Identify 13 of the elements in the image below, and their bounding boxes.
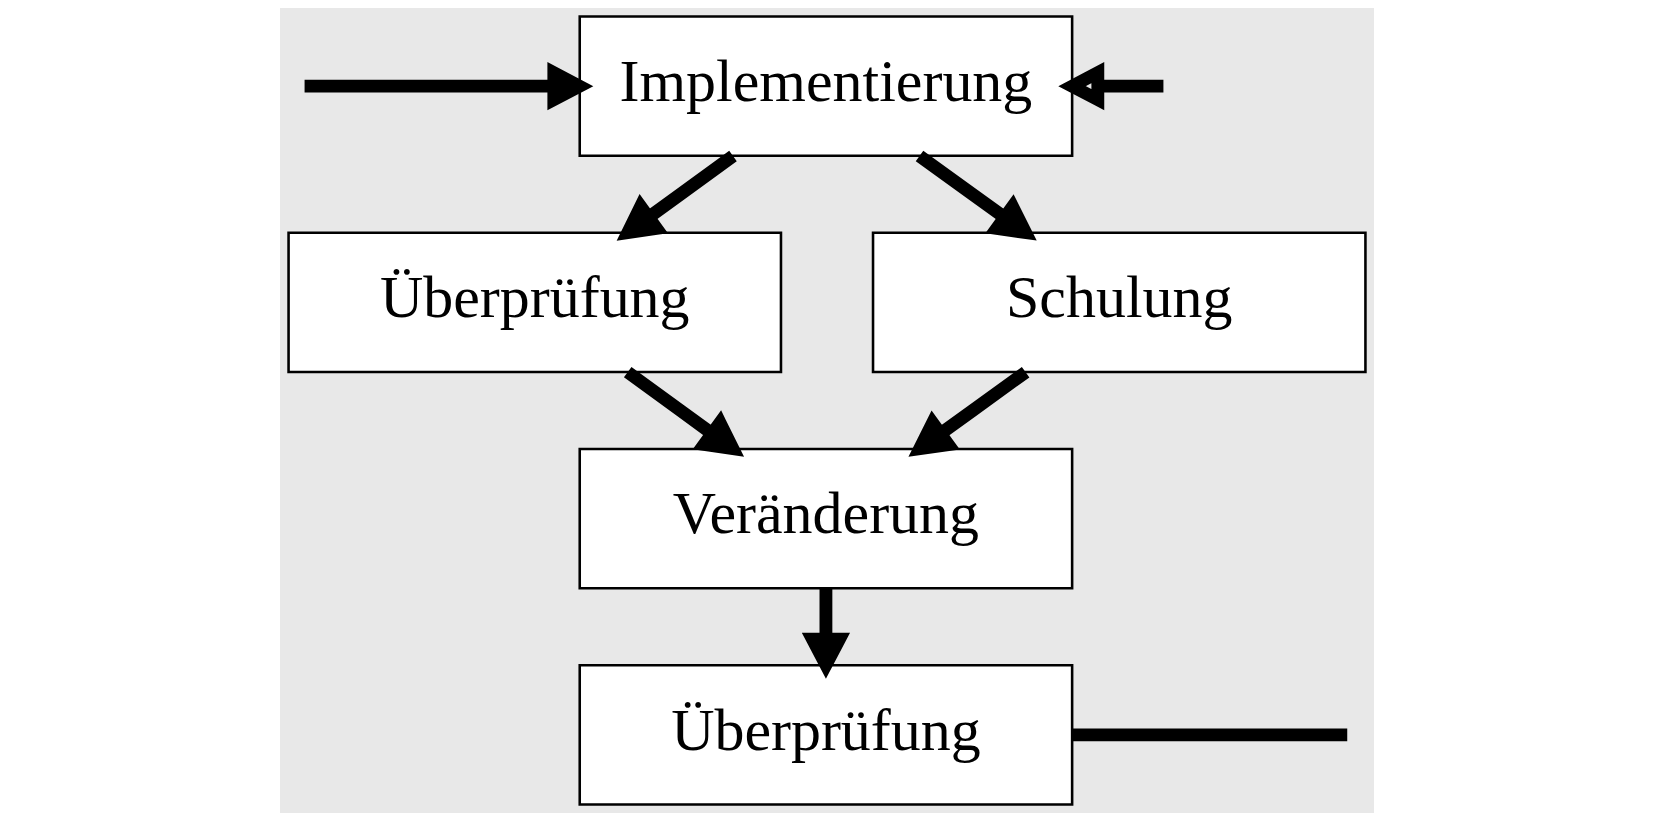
node-box: Veränderung xyxy=(578,447,1074,590)
node-box: Überprüfung xyxy=(578,664,1074,806)
arrow xyxy=(801,588,851,679)
arrow xyxy=(908,366,1030,457)
connector xyxy=(1072,728,1348,742)
arrow xyxy=(1058,62,1164,111)
arrow xyxy=(915,150,1037,241)
arrow xyxy=(304,62,594,111)
node-box: Überprüfung xyxy=(287,231,783,374)
node-box: Schulung xyxy=(871,231,1367,374)
node-box: Implementierung xyxy=(578,15,1074,157)
arrow xyxy=(616,150,737,241)
arrow xyxy=(623,367,745,457)
